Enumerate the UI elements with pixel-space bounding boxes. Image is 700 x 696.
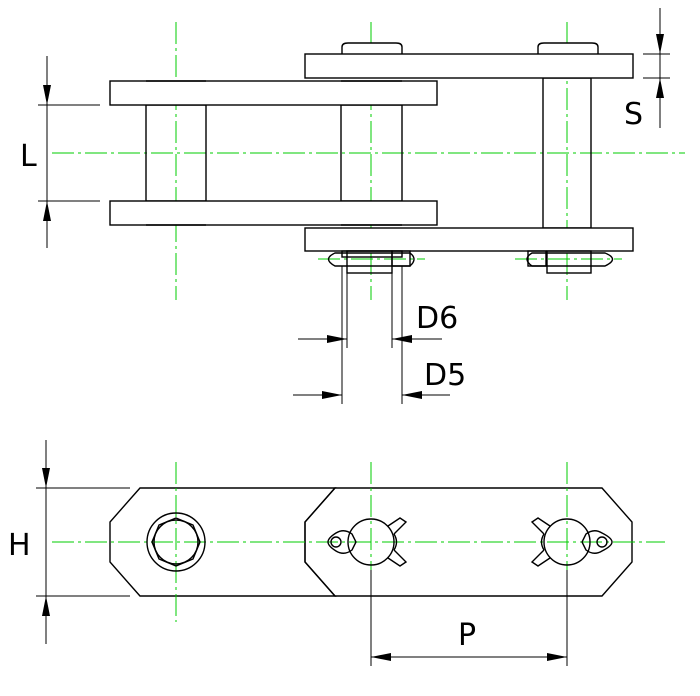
pin-end-3 [546,250,592,274]
dimension-D5: D5 [293,266,466,404]
clip-eye-2 [327,530,357,554]
dimension-H: H [8,440,130,644]
clip-arm-lower-2 [387,549,408,567]
dimension-L: L [20,56,100,248]
dimension-S: S [624,8,670,132]
dim-D6-arrow-left [327,335,347,343]
bushing-outer-circle [146,512,206,572]
top-view: L S D6 D5 [20,8,685,404]
label-D5: D5 [424,358,466,393]
dim-L-arrow-bottom [43,201,51,221]
outer-plate-bottom [304,227,634,252]
clip-eye-3 [581,530,613,554]
label-S: S [624,97,643,132]
pin-2-circle [347,518,395,566]
pin-ends [327,250,614,274]
dim-H-arrow-bottom [42,596,50,616]
side-view: H P [8,440,665,666]
dim-D5-arrow-right [402,391,422,399]
clip-arm-lower-3 [530,549,551,567]
dimension-P: P [370,570,568,666]
side-outer-plate [304,487,633,597]
pin-clip-2 [327,517,408,567]
inner-plates [109,80,438,226]
label-P: P [458,618,476,653]
dim-S-arrow-bottom [656,78,664,98]
inner-plate-bottom [109,200,438,226]
label-L: L [20,139,37,174]
bushing-end-1 [146,512,206,572]
pin-head-top-3 [537,42,599,54]
dim-D5-arrow-left [322,391,342,399]
clip-arm-upper-3 [530,517,551,535]
clip-1-tab [391,250,411,267]
pin-head-top-2 [341,42,403,54]
clip-eye-hole-3 [596,536,608,548]
clip-eye-hole-2 [330,536,342,548]
dim-L-arrow-top [43,85,51,105]
dim-H-arrow-top [42,468,50,488]
bushing-inner-circle [153,519,199,565]
pin-clip-3 [530,517,613,567]
dim-P-arrow-left [371,653,391,661]
clip-2-tab [527,250,547,267]
pin-3-circle [543,518,591,566]
outer-plates [304,42,634,252]
side-view-centerlines [52,462,665,622]
pin-end-2 [346,250,393,274]
outer-plate-top [304,53,634,79]
label-H: H [8,528,31,563]
clip-arm-upper-2 [387,517,408,535]
dim-P-arrow-right [547,653,567,661]
dimension-D6: D6 [298,266,458,348]
clip-arm-curve-3 [540,533,545,551]
dim-S-arrow-top [656,34,664,54]
pin-end-2-collar [341,250,403,258]
inner-plate-top [109,80,438,106]
label-D6: D6 [416,301,458,336]
clip-arm-curve-2 [393,533,398,551]
